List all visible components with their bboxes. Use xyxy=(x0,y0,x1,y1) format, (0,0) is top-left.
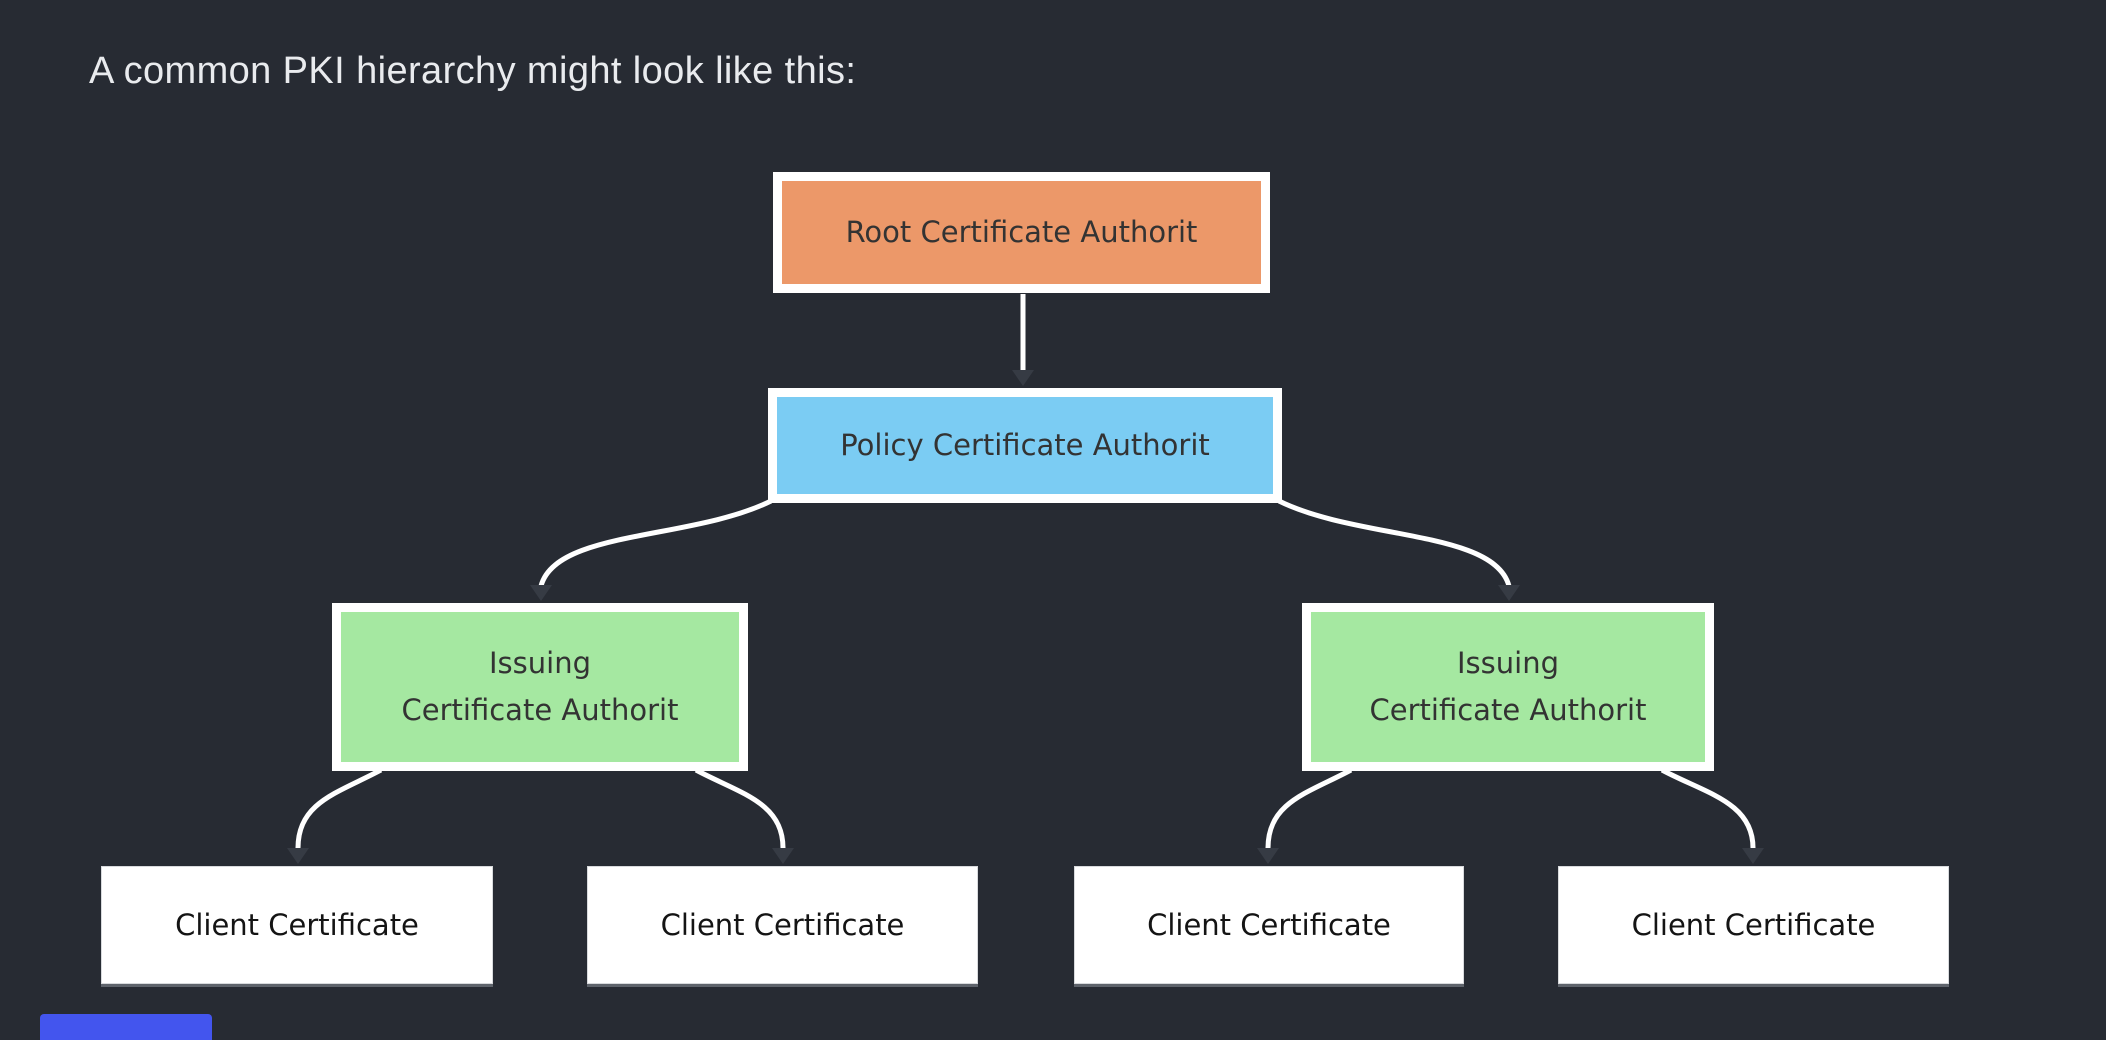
page-title: A common PKI hierarchy might look like t… xyxy=(89,50,857,92)
node-label: Root Certificate Authorit xyxy=(845,215,1198,250)
partial-blue-element xyxy=(40,1014,212,1040)
arrowhead-root-to-policy xyxy=(1012,370,1034,386)
node-label: Issuing Certificate Authorit xyxy=(1369,646,1647,727)
connector-issuing-right-to-client-4 xyxy=(1660,767,1756,849)
arrowhead-issuing-right-to-client-3 xyxy=(1257,848,1279,864)
node-policy-certificate-authority: Policy Certificate Authorit xyxy=(768,388,1282,503)
node-label: Client Certificate xyxy=(660,907,905,942)
connector-issuing-right-to-client-3 xyxy=(1265,767,1353,849)
arrowhead-issuing-left-to-client-1 xyxy=(287,848,309,864)
arrowhead-policy-to-issuing-right xyxy=(1498,585,1520,601)
node-client-certificate-1: Client Certificate xyxy=(101,866,493,984)
node-label: Client Certificate xyxy=(175,907,419,942)
node-label: Client Certificate xyxy=(1631,907,1876,942)
arrowhead-policy-to-issuing-left xyxy=(530,585,552,601)
node-client-certificate-2: Client Certificate xyxy=(587,866,978,984)
connector-issuing-left-to-client-2 xyxy=(694,767,786,849)
arrowhead-issuing-right-to-client-4 xyxy=(1742,848,1764,864)
connector-policy-to-issuing-right xyxy=(1277,498,1512,587)
node-label: Issuing Certificate Authorit xyxy=(401,646,679,727)
node-root-certificate-authority: Root Certificate Authorit xyxy=(773,172,1270,293)
node-label: Policy Certificate Authorit xyxy=(840,428,1210,463)
connector-policy-to-issuing-left xyxy=(538,498,773,587)
node-label: Client Certificate xyxy=(1147,907,1391,942)
arrowhead-issuing-left-to-client-2 xyxy=(772,848,794,864)
node-client-certificate-3: Client Certificate xyxy=(1074,866,1464,984)
node-issuing-certificate-authority-right: Issuing Certificate Authorit xyxy=(1302,603,1714,771)
node-issuing-certificate-authority-left: Issuing Certificate Authorit xyxy=(332,603,748,771)
node-client-certificate-4: Client Certificate xyxy=(1558,866,1949,984)
connector-issuing-left-to-client-1 xyxy=(295,767,383,849)
